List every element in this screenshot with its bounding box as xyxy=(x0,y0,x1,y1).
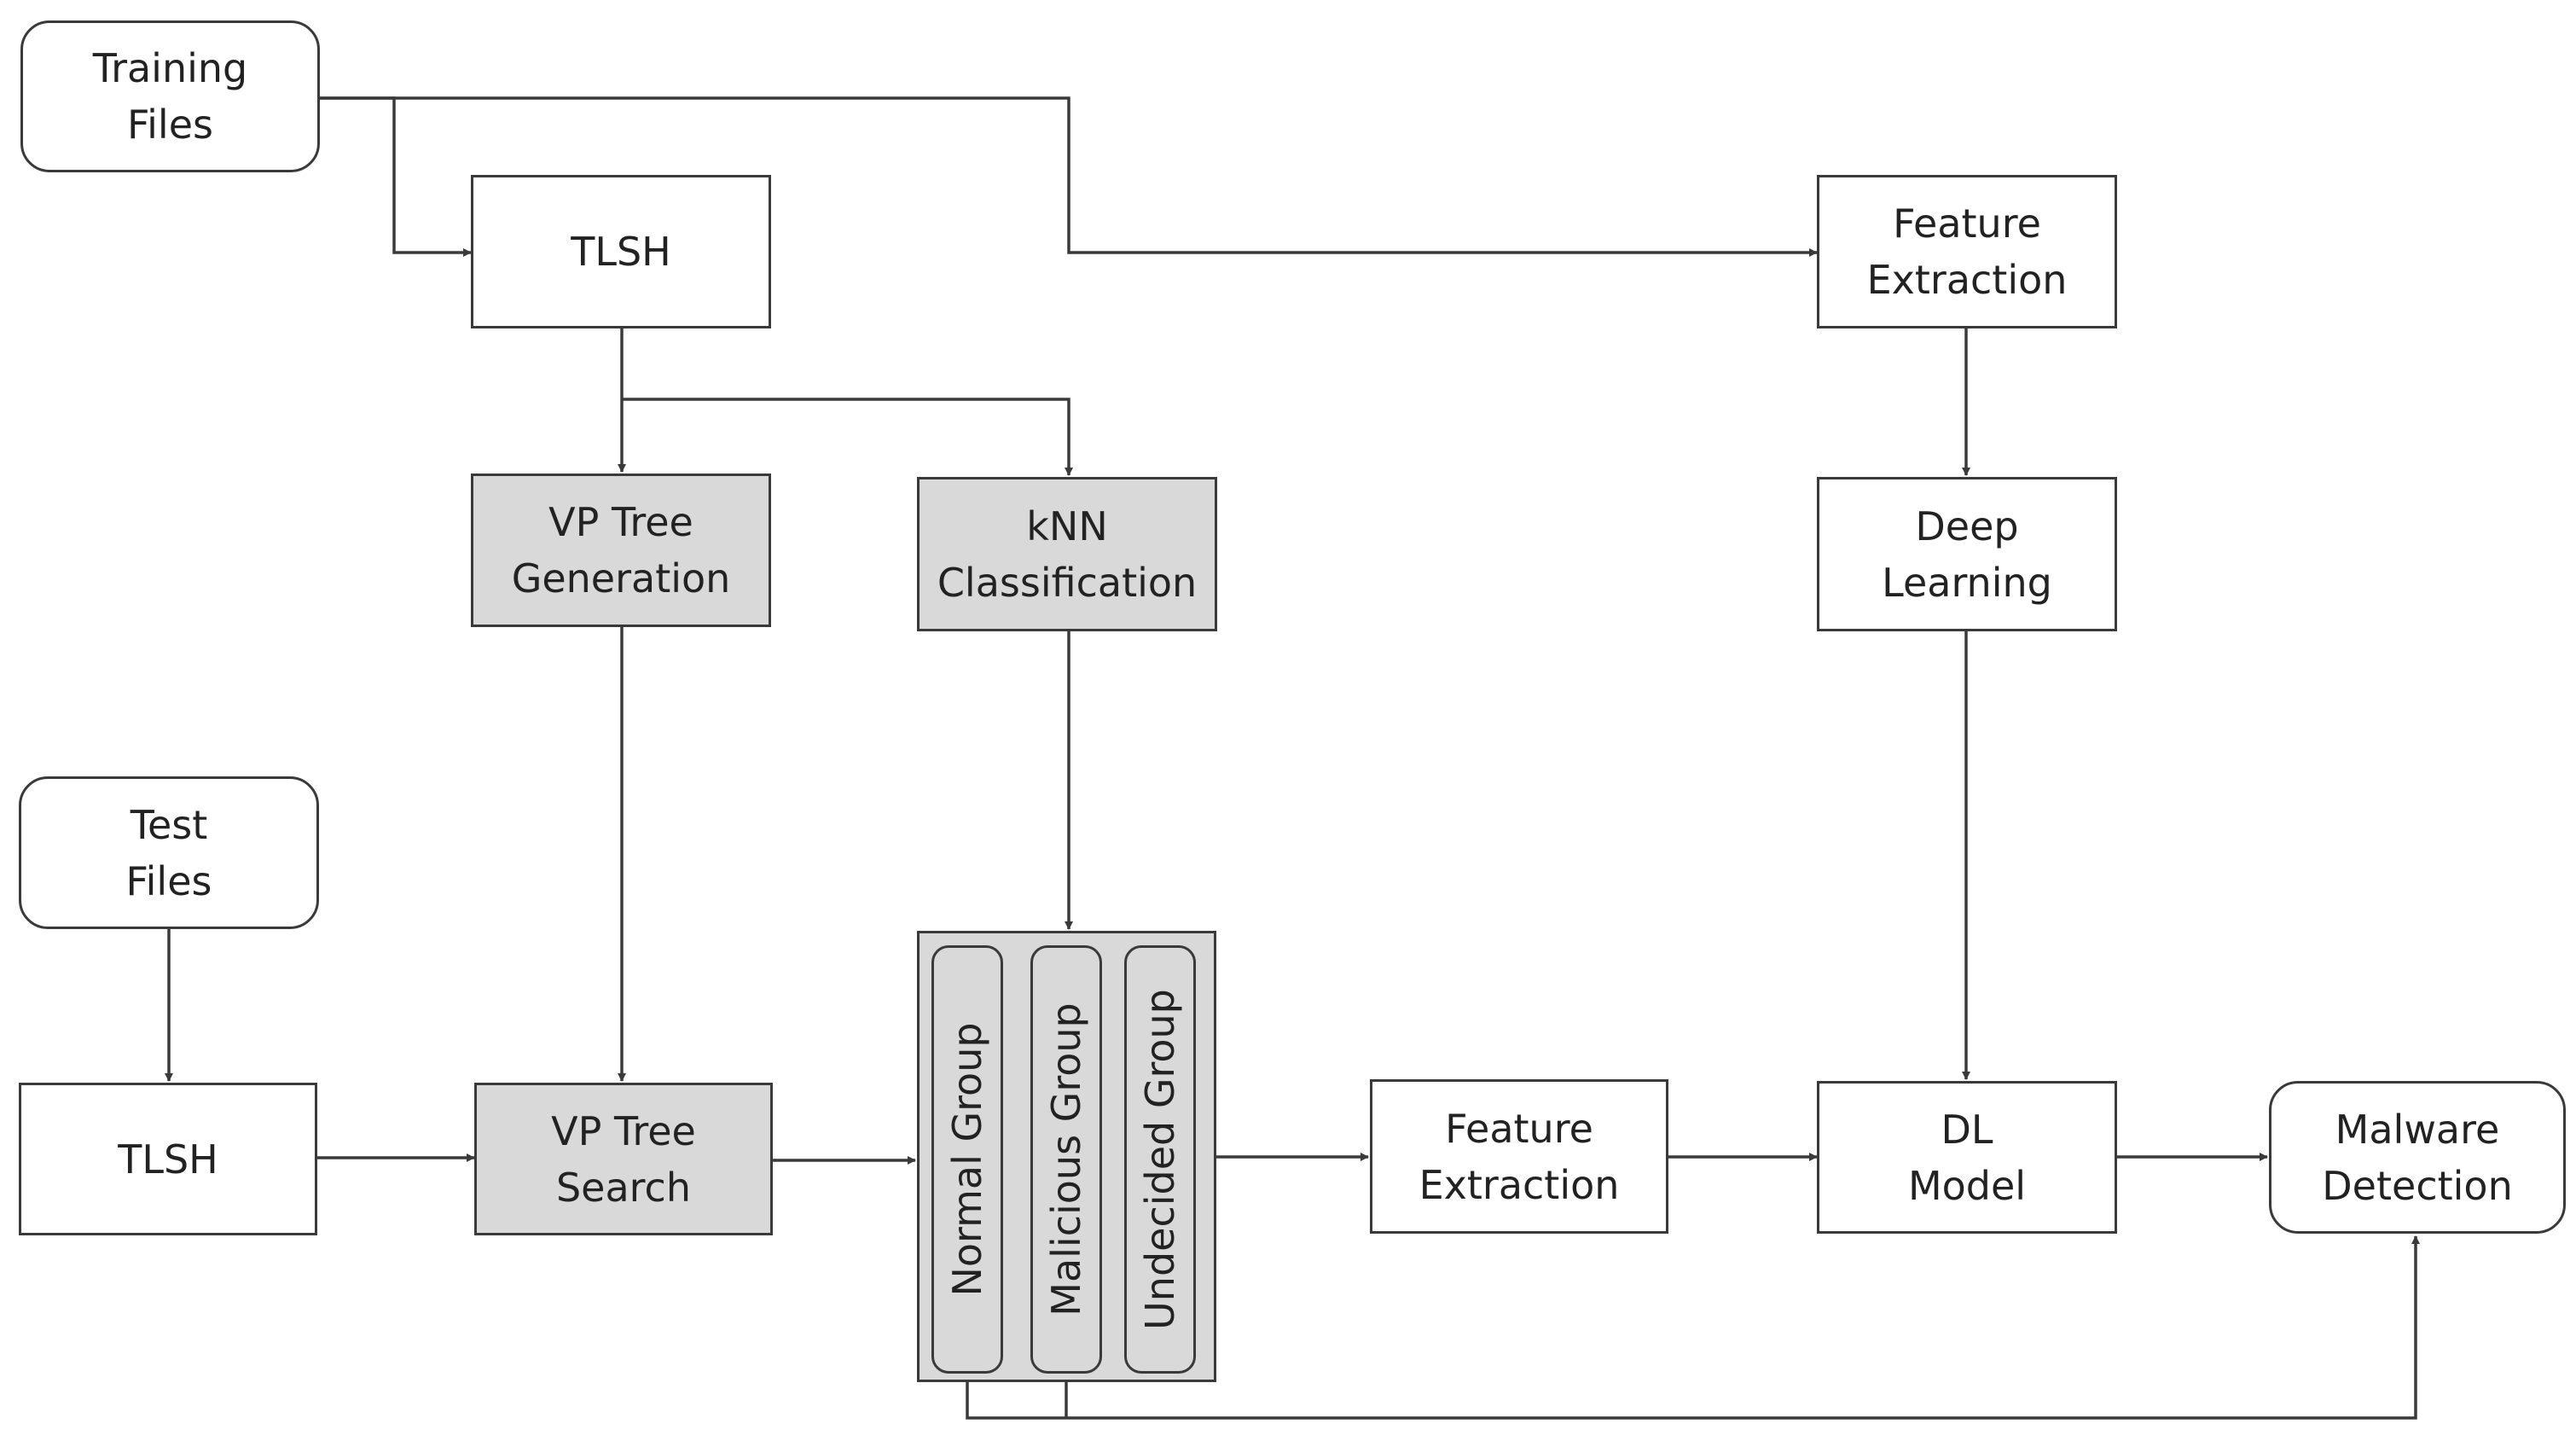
node-line: Deep xyxy=(1915,503,2019,549)
training-files-node: Training Files xyxy=(20,20,320,172)
node-line: Feature xyxy=(1893,200,2041,247)
node-line: VP Tree xyxy=(548,499,693,545)
node-line: Malware xyxy=(2335,1106,2500,1153)
edge-tlsh-to-knn xyxy=(622,398,1073,476)
dl-model-node: DL Model xyxy=(1817,1081,2117,1234)
vp-tree-search-node: VP Tree Search xyxy=(474,1083,773,1235)
node-line: Feature xyxy=(1445,1105,1593,1152)
node-line: Files xyxy=(125,857,212,904)
test-files-node: Test Files xyxy=(19,776,319,929)
node-line: Files xyxy=(127,102,213,148)
malicious-group: Malicious Group xyxy=(1030,945,1102,1374)
feature-extraction-bottom-node: Feature Extraction xyxy=(1370,1079,1668,1234)
classification-groups-container: Normal Group Malicious Group Undecided G… xyxy=(917,931,1216,1382)
knn-classification-node: kNN Classification xyxy=(917,477,1217,631)
node-line: kNN xyxy=(1026,503,1108,549)
node-line: Learning xyxy=(1882,559,2052,606)
node-line: Generation xyxy=(511,555,731,601)
node-line: VP Tree xyxy=(551,1107,696,1154)
node-line: Search xyxy=(555,1164,692,1211)
node-line: Detection xyxy=(2322,1162,2513,1209)
node-line: Model xyxy=(1907,1162,2027,1209)
normal-group-label: Normal Group xyxy=(944,1022,990,1297)
deep-learning-node: Deep Learning xyxy=(1817,477,2117,631)
node-line: TLSH xyxy=(118,1136,218,1182)
node-line: Test xyxy=(130,801,208,848)
node-line: Extraction xyxy=(1419,1161,1620,1208)
edge-training-to-tlsh xyxy=(320,96,472,257)
edge-training-to-feature-extraction xyxy=(320,96,1818,257)
feature-extraction-top-node: Feature Extraction xyxy=(1817,175,2117,328)
malware-detection-node: Malware Detection xyxy=(2269,1081,2566,1234)
node-line: TLSH xyxy=(571,229,671,275)
undecided-group-label: Undecided Group xyxy=(1137,989,1183,1330)
malicious-group-label: Malicious Group xyxy=(1043,1002,1089,1316)
vp-tree-generation-node: VP Tree Generation xyxy=(471,474,771,627)
node-line: Training xyxy=(92,45,248,91)
node-line: Extraction xyxy=(1866,257,2068,303)
node-line: Classification xyxy=(937,559,1198,606)
undecided-group: Undecided Group xyxy=(1124,945,1196,1374)
tlsh-top-node: TLSH xyxy=(471,175,771,328)
normal-group: Normal Group xyxy=(931,945,1003,1374)
tlsh-bottom-node: TLSH xyxy=(19,1083,317,1235)
edge-groups-to-malware-detection xyxy=(966,1235,2420,1420)
node-line: DL xyxy=(1941,1106,1993,1153)
